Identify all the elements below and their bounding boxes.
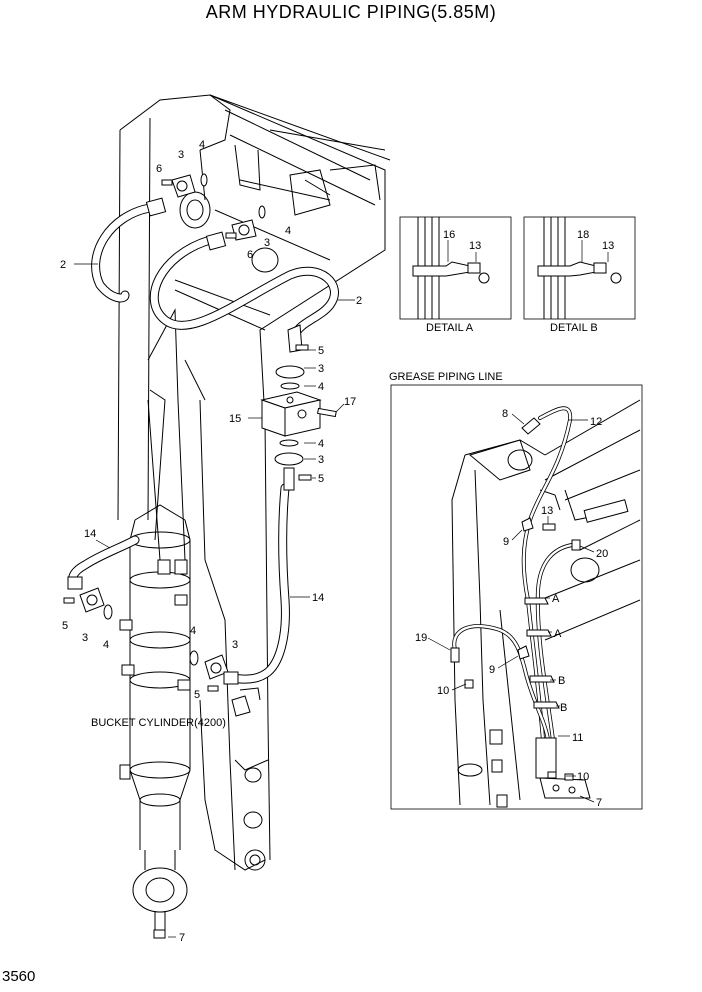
detail-b-caption: DETAIL B <box>550 322 598 334</box>
callout: 5 <box>62 620 68 632</box>
callout: B <box>558 675 565 687</box>
callout: 14 <box>84 528 96 540</box>
callout: 12 <box>590 416 602 428</box>
callout: 4 <box>285 225 291 237</box>
callout: 13 <box>541 505 553 517</box>
callout: 2 <box>60 259 66 271</box>
callout: 5 <box>194 689 200 701</box>
callout: 4 <box>318 381 324 393</box>
callout: 7 <box>179 932 185 944</box>
fittings-main <box>63 173 337 692</box>
callout: 3 <box>264 237 270 249</box>
callouts-grease: 8 12 13 9 20 A A 19 9 B 10 B 11 10 7 <box>415 408 608 809</box>
callout: 15 <box>229 413 241 425</box>
callout: A <box>552 593 560 605</box>
leader-lines-main <box>74 263 355 938</box>
callout: 4 <box>103 639 109 651</box>
callout: 4 <box>199 139 205 151</box>
callout: 10 <box>437 685 449 697</box>
callout: 11 <box>572 732 583 744</box>
callout: B <box>560 702 567 714</box>
callout: 3 <box>178 149 184 161</box>
page-number: 3560 <box>2 968 36 985</box>
bucket-cylinder <box>119 504 261 939</box>
callout: 20 <box>596 548 608 560</box>
callout: 19 <box>415 632 427 644</box>
callout: 10 <box>577 771 589 783</box>
callout: 3 <box>82 632 88 644</box>
callout: 13 <box>602 240 614 252</box>
callout: 9 <box>489 664 495 676</box>
callout: 7 <box>596 797 602 809</box>
detail-a-caption: DETAIL A <box>426 322 474 334</box>
bucket-cylinder-caption: BUCKET CYLINDER(4200) <box>91 717 226 729</box>
callout: 5 <box>318 473 324 485</box>
callouts-main: 6 3 4 4 3 6 2 2 5 3 4 17 15 4 3 5 14 14 … <box>60 139 362 944</box>
callout: 17 <box>344 396 356 408</box>
detail-b <box>523 216 636 320</box>
callout: 4 <box>190 625 196 637</box>
callout: 5 <box>318 345 324 357</box>
callout: 3 <box>232 639 238 651</box>
grease-piping-inset <box>390 384 643 810</box>
page-title: ARM HYDRAULIC PIPING(5.85M) <box>205 2 497 22</box>
grease-line-caption: GREASE PIPING LINE <box>389 371 503 383</box>
callout: 3 <box>318 363 324 375</box>
callout: 4 <box>318 438 324 450</box>
callout: 6 <box>156 163 162 175</box>
callout: A <box>554 628 562 640</box>
callout: 18 <box>577 229 589 241</box>
callout: 3 <box>318 454 324 466</box>
callouts-details: 16 13 18 13 <box>443 229 614 252</box>
callout: 2 <box>356 295 362 307</box>
callout: 13 <box>469 240 481 252</box>
callout: 6 <box>247 249 253 261</box>
callout: 9 <box>503 536 509 548</box>
callout: 16 <box>443 229 455 241</box>
detail-a <box>399 216 512 320</box>
callout: 14 <box>312 592 324 604</box>
callout: 8 <box>502 408 508 420</box>
